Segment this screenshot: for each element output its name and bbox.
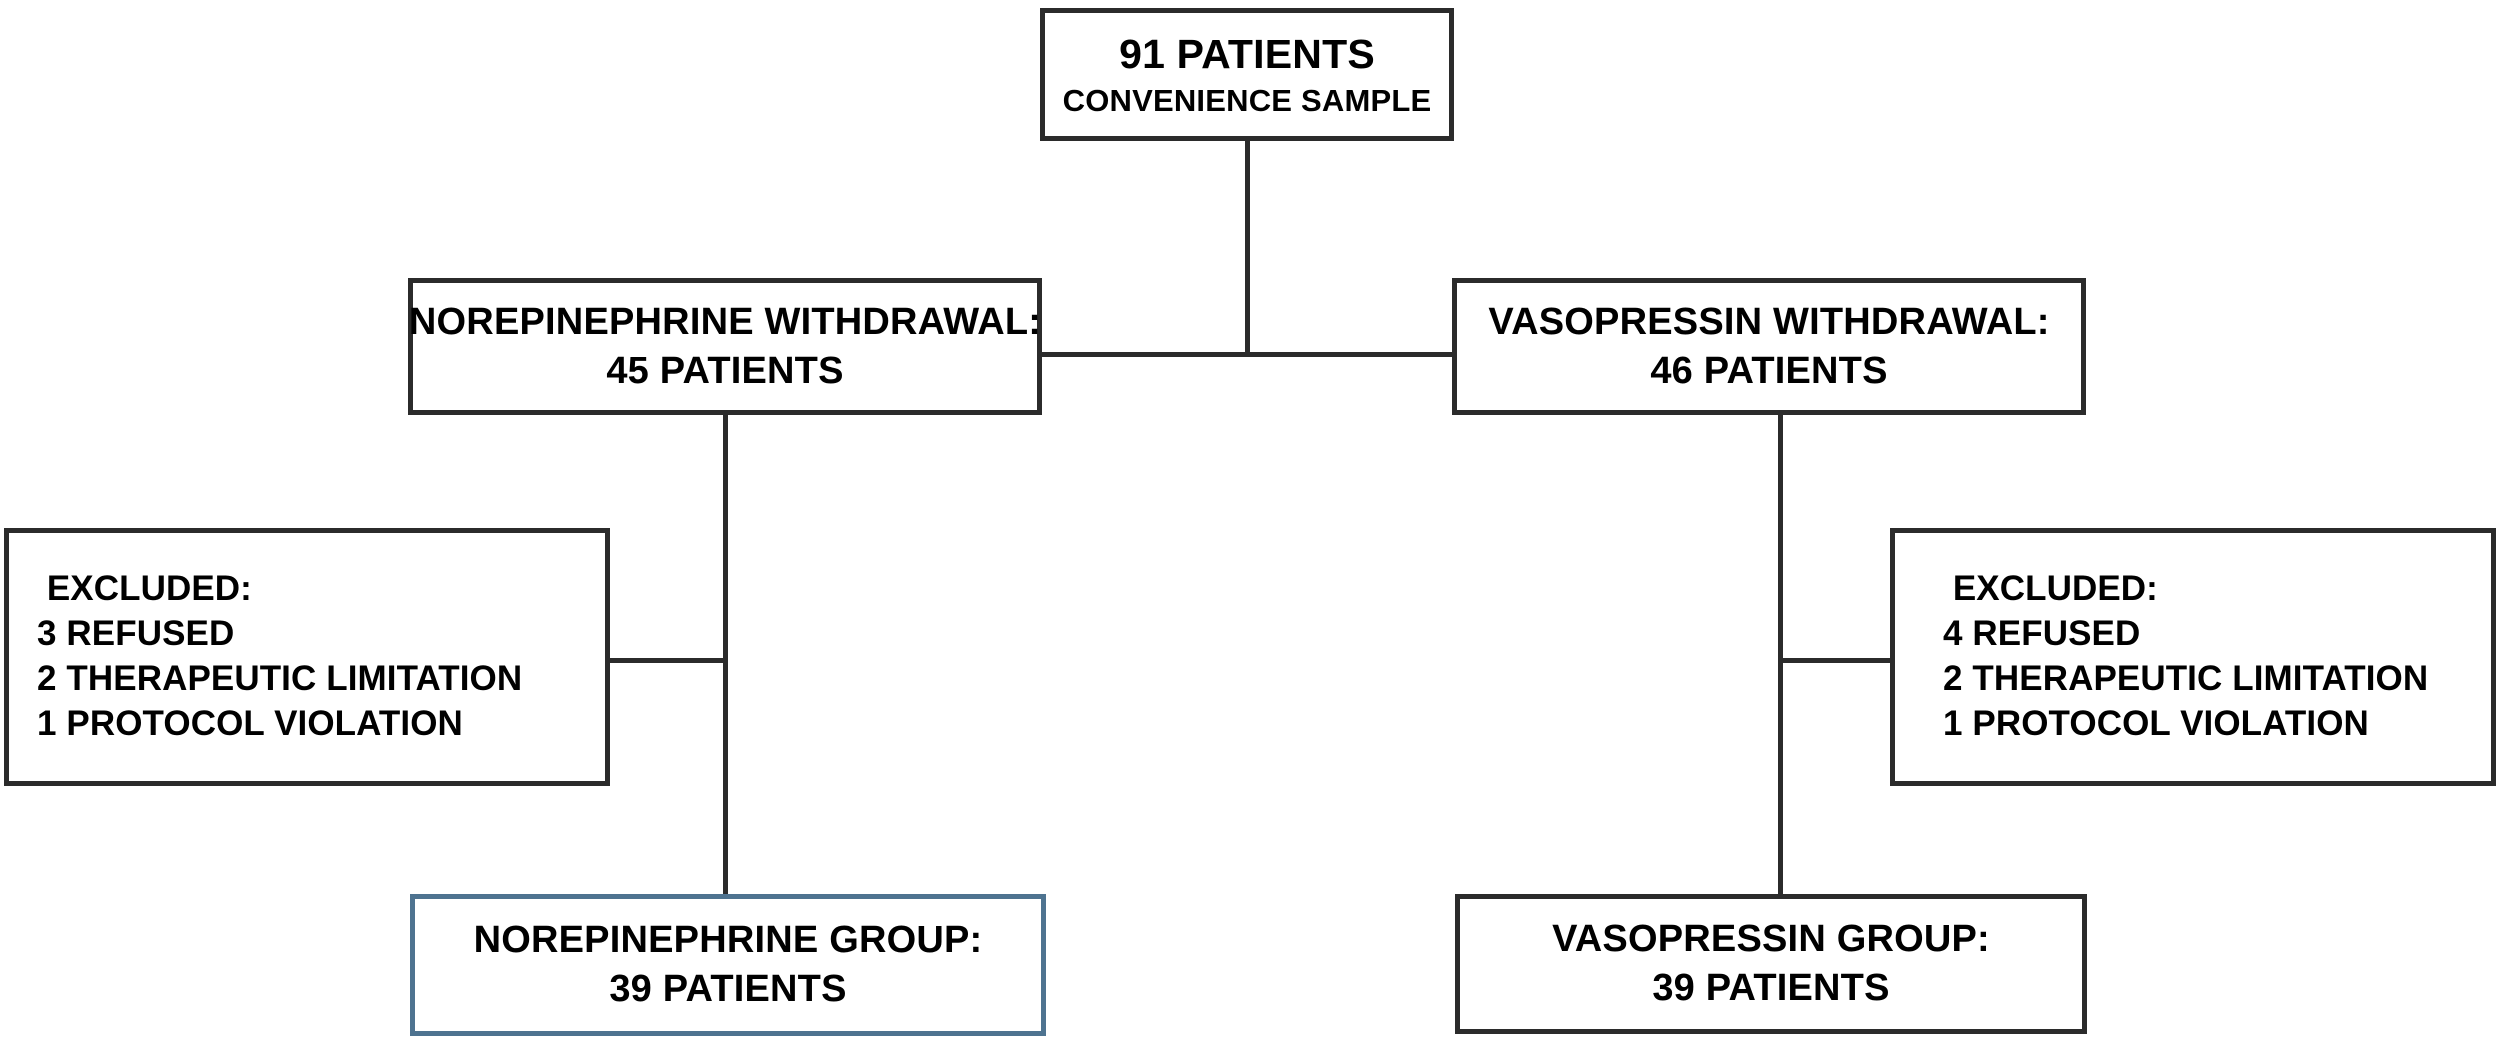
node-excluded-norepinephrine: EXCLUDED: 3 REFUSED 2 THERAPEUTIC LIMITA… <box>4 528 610 786</box>
node-excluded-norepinephrine-heading: EXCLUDED: <box>37 569 252 609</box>
node-norepinephrine-withdrawal-count: 45 PATIENTS <box>606 349 844 392</box>
connector-vasopressin-to-excluded <box>1778 658 1896 663</box>
connector-root-to-branches <box>1245 140 1250 355</box>
connector-norepinephrine-stem <box>723 413 728 897</box>
node-excluded-vasopressin: EXCLUDED: 4 REFUSED 2 THERAPEUTIC LIMITA… <box>1890 528 2496 786</box>
node-vasopressin-group-count: 39 PATIENTS <box>1652 967 1890 1009</box>
node-excluded-vasopressin-reason-2: 2 THERAPEUTIC LIMITATION <box>1943 659 2429 698</box>
node-vasopressin-group: VASOPRESSIN GROUP: 39 PATIENTS <box>1455 894 2087 1034</box>
node-vasopressin-group-label: VASOPRESSIN GROUP: <box>1552 918 1990 961</box>
node-excluded-vasopressin-heading: EXCLUDED: <box>1943 569 2158 609</box>
node-vasopressin-withdrawal: VASOPRESSIN WITHDRAWAL: 46 PATIENTS <box>1452 278 2086 415</box>
node-norepinephrine-group-label: NOREPINEPHRINE GROUP: <box>473 919 983 962</box>
node-vasopressin-withdrawal-count: 46 PATIENTS <box>1650 349 1888 392</box>
node-excluded-norepinephrine-reason-3: 1 PROTOCOL VIOLATION <box>37 703 463 743</box>
node-total-patients-subtitle: CONVENIENCE SAMPLE <box>1062 82 1432 118</box>
node-norepinephrine-group: NOREPINEPHRINE GROUP: 39 PATIENTS <box>410 894 1046 1036</box>
node-norepinephrine-group-count: 39 PATIENTS <box>609 968 847 1010</box>
node-excluded-vasopressin-reason-1: 4 REFUSED <box>1943 614 2141 654</box>
node-excluded-norepinephrine-reason-1: 3 REFUSED <box>37 614 235 654</box>
node-norepinephrine-withdrawal: NOREPINEPHRINE WITHDRAWAL: 45 PATIENTS <box>408 278 1042 415</box>
connector-vasopressin-stem <box>1778 413 1783 897</box>
connector-norepinephrine-to-excluded <box>606 658 728 663</box>
node-excluded-vasopressin-reason-3: 1 PROTOCOL VIOLATION <box>1943 703 2369 743</box>
node-excluded-norepinephrine-reason-2: 2 THERAPEUTIC LIMITATION <box>37 659 523 698</box>
node-vasopressin-withdrawal-label: VASOPRESSIN WITHDRAWAL: <box>1488 300 2050 343</box>
connector-withdrawal-sibling-bar <box>1040 352 1454 357</box>
node-total-patients-title: 91 PATIENTS <box>1119 31 1375 78</box>
node-total-patients: 91 PATIENTS CONVENIENCE SAMPLE <box>1040 8 1454 141</box>
node-norepinephrine-withdrawal-label: NOREPINEPHRINE WITHDRAWAL: <box>408 300 1042 343</box>
